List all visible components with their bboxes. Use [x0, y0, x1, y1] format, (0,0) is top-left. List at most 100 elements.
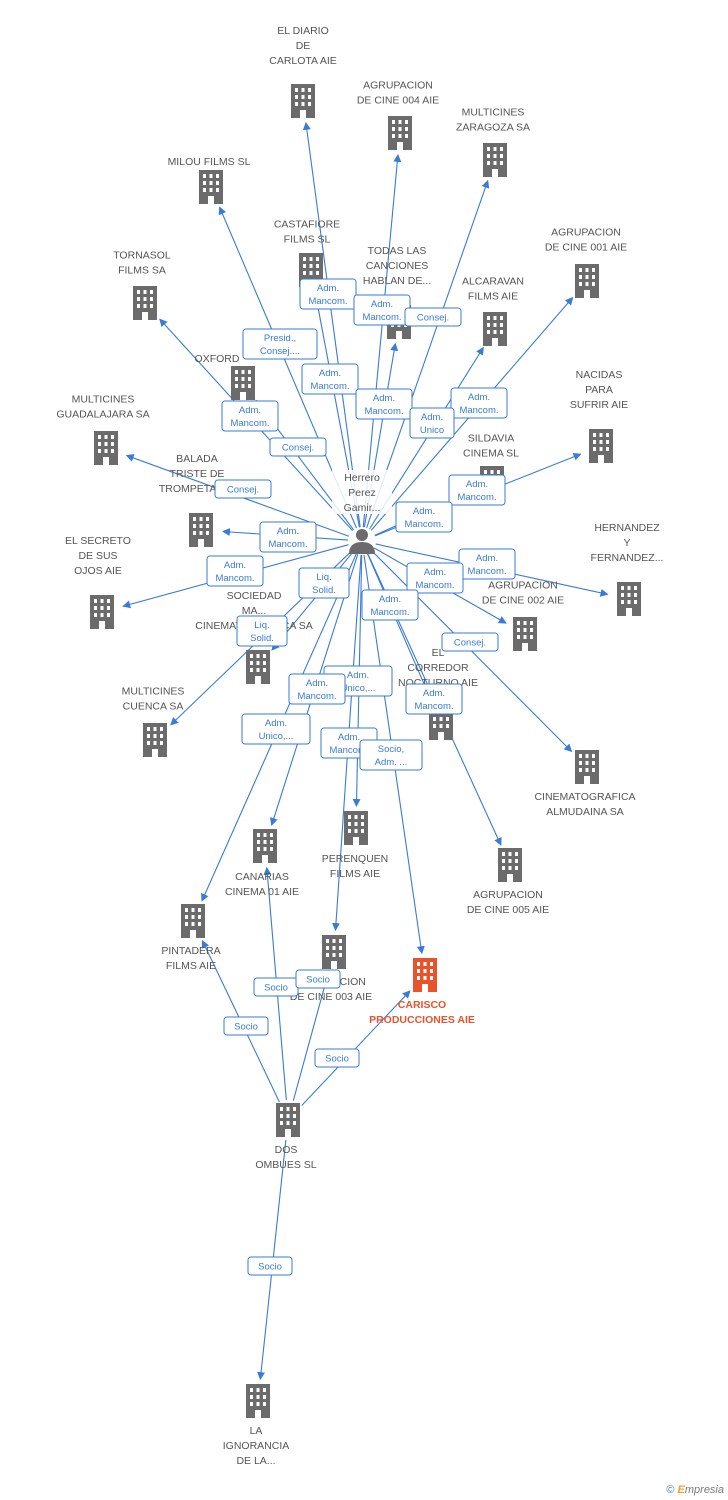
- role-text-line: Adm.: [224, 560, 246, 571]
- role-label[interactable]: Adm.Mancom.: [299, 278, 357, 310]
- role-label[interactable]: Adm.Mancom.: [259, 521, 317, 553]
- role-text-line: Adm.: [277, 526, 299, 537]
- role-label[interactable]: Adm. Mancom.: [206, 555, 264, 587]
- role-label[interactable]: Socio: [295, 969, 341, 989]
- company-node-oxford[interactable]: OXFORD: [195, 353, 255, 400]
- person-name-line: Gamir...: [344, 502, 381, 514]
- role-text-line: Adm.: [239, 405, 261, 416]
- role-label[interactable]: Adm.Unico,...: [241, 713, 311, 745]
- role-label-box: [298, 567, 350, 599]
- copyright-notice: © Empresia: [666, 1484, 724, 1496]
- role-label[interactable]: Consej.: [214, 479, 272, 499]
- role-label[interactable]: Adm.Mancom.: [301, 363, 359, 395]
- role-label[interactable]: Consej.: [441, 632, 499, 652]
- company-name-line: DE CINE 001 AIE: [545, 242, 627, 254]
- role-text-line: Adm.: [424, 567, 446, 578]
- role-text-line: Mancom.: [215, 573, 254, 584]
- role-label[interactable]: Adm.Unico: [409, 407, 455, 439]
- role-label[interactable]: Adm.Mancom.: [405, 683, 463, 715]
- building-icon: [253, 829, 277, 863]
- role-label[interactable]: Adm.Mancom.: [355, 388, 413, 420]
- role-label[interactable]: Socio: [253, 977, 299, 997]
- person-node[interactable]: HerreroPerezGamir...: [332, 470, 392, 554]
- company-node-milou-films[interactable]: MILOU FILMS SL: [168, 156, 251, 204]
- role-text-line: Adm.: [338, 732, 360, 743]
- role-label[interactable]: Adm.Mancom.: [353, 294, 411, 326]
- company-name-line: DE SUS: [78, 550, 117, 562]
- role-label[interactable]: Socio: [223, 1016, 269, 1036]
- building-icon: [344, 811, 368, 845]
- company-node-hernandez-fernandez[interactable]: HERNANDEZYFERNANDEZ...: [591, 522, 664, 616]
- role-text-line: Liq.: [254, 620, 269, 631]
- role-text-line: Consej.: [417, 313, 449, 324]
- company-name-line: PRODUCCIONES AIE: [369, 1014, 475, 1026]
- role-label[interactable]: Adm.Mancom.: [288, 673, 346, 705]
- building-icon: [94, 431, 118, 465]
- role-label[interactable]: Adm.Mancom.: [458, 548, 516, 580]
- role-label[interactable]: Liq.Solid.: [298, 567, 350, 599]
- role-text-line: Adm.: [413, 506, 435, 517]
- building-icon: [133, 286, 157, 320]
- role-label[interactable]: Consej.: [404, 307, 462, 327]
- role-label-box: [206, 555, 264, 587]
- role-label[interactable]: Adm.Mancom.: [221, 400, 279, 432]
- role-text-line: Mancom.: [329, 745, 368, 756]
- role-label[interactable]: Adm.Mancom.: [448, 474, 506, 506]
- company-name-line: CINEMA 01 AIE: [225, 886, 299, 898]
- company-name-line: DOS: [275, 1144, 298, 1156]
- role-text-line: Mancom.: [308, 296, 347, 307]
- building-icon: [575, 750, 599, 784]
- building-icon: [246, 1384, 270, 1418]
- role-label-box: [236, 615, 288, 647]
- company-name-line: NACIDAS: [576, 369, 623, 381]
- role-label[interactable]: Socio,Adm. ...: [359, 739, 423, 771]
- edge-p-to-el-corredor: [367, 553, 434, 704]
- role-label[interactable]: Socio: [247, 1256, 293, 1276]
- company-name-line: EL SECRETO: [65, 535, 131, 547]
- company-name-line: MA...: [242, 605, 267, 617]
- company-node-tornasol-films[interactable]: TORNASOL FILMS SA: [113, 250, 171, 321]
- role-label[interactable]: Adm.Mancom.: [395, 501, 453, 533]
- company-name-line: OMBUES SL: [255, 1159, 316, 1171]
- role-label[interactable]: Liq.Solid.: [236, 615, 288, 647]
- role-label[interactable]: Presid.,Consej....: [242, 328, 318, 360]
- company-node-carisco-producciones[interactable]: CARISCO PRODUCCIONES AIE: [369, 958, 475, 1026]
- role-text-line: Adm.: [476, 553, 498, 564]
- company-name-line: FILMS SL: [284, 234, 331, 246]
- company-name-line: LA: [250, 1425, 263, 1437]
- company-name-line: DE: [296, 40, 311, 52]
- role-label[interactable]: Socio: [314, 1048, 360, 1068]
- company-node-dos-ombues[interactable]: DOS OMBUES SL: [255, 1103, 317, 1171]
- company-name-line: CARISCO: [398, 999, 446, 1011]
- building-icon: [388, 116, 412, 150]
- company-name-line: TORNASOL: [113, 250, 171, 262]
- role-label[interactable]: Adm.Mancom.: [361, 589, 419, 621]
- role-label[interactable]: Adm.Mancom.: [450, 387, 508, 419]
- role-label[interactable]: Adm.Mancom.: [406, 562, 464, 594]
- role-text-line: Consej.: [282, 443, 314, 454]
- company-name-line: DE CINE 004 AIE: [357, 95, 439, 107]
- role-label[interactable]: Consej.: [269, 437, 327, 457]
- company-name-line: FILMS SA: [118, 265, 166, 277]
